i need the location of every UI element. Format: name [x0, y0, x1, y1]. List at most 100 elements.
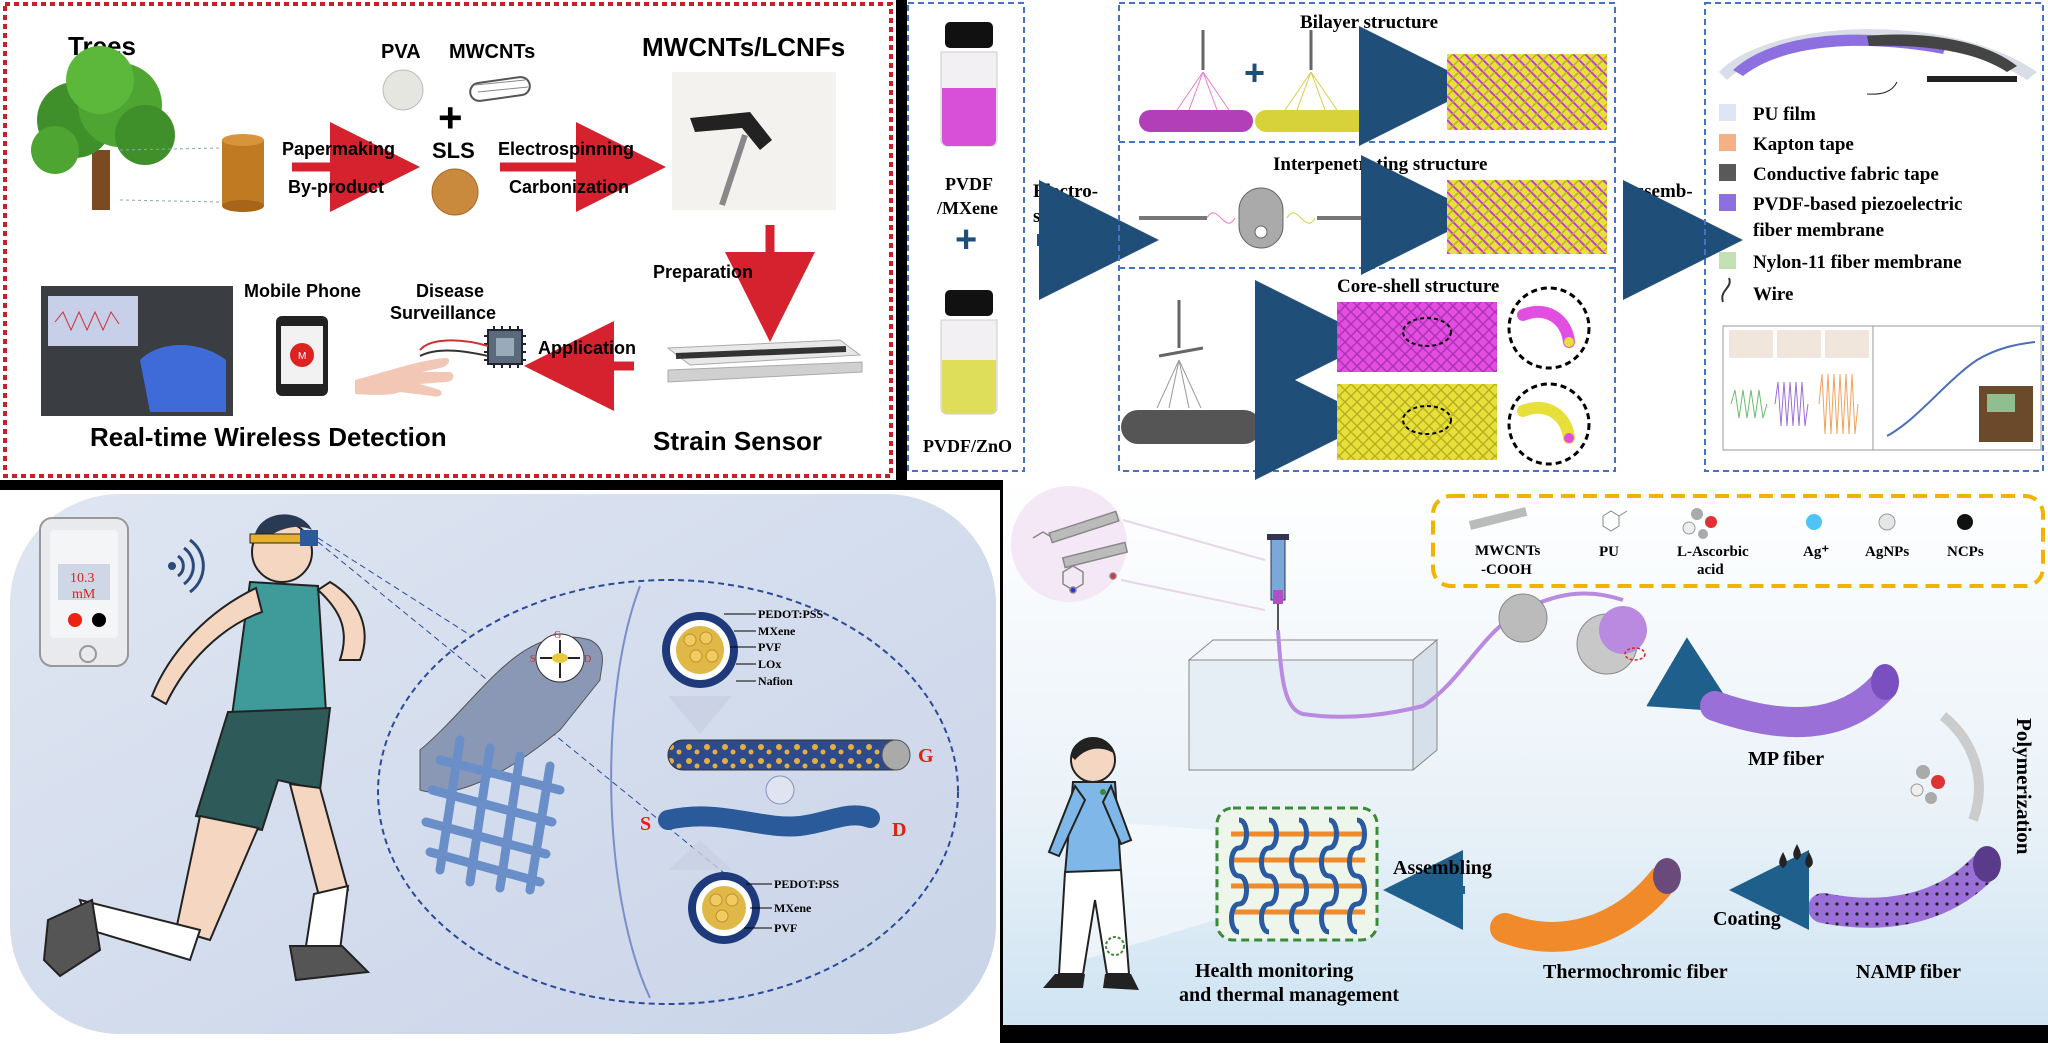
- agnps-icon: [1878, 513, 1896, 531]
- legend-swatch-pvdf: [1719, 194, 1736, 211]
- coreshell-setup-icon: [1121, 300, 1261, 444]
- charging-plot-thumbnail: [1872, 325, 2042, 451]
- molecule-bubble: [1011, 486, 1127, 602]
- legend-swatch-conductive: [1719, 164, 1736, 181]
- walking-person-illustration: [1043, 737, 1139, 990]
- svg-text:S: S: [530, 654, 536, 665]
- polymerization-arc: [1939, 712, 1984, 822]
- knit-fabric-icon: [1229, 817, 1367, 935]
- legend-ag-ion: Ag⁺: [1803, 544, 1829, 560]
- mobile-phone-icon: M: [276, 316, 328, 396]
- layer-bottom-0: PEDOT:PSS: [774, 877, 839, 891]
- device-arch-illustration: [1719, 29, 2037, 95]
- smartphone-icon: 10.3 mM: [39, 517, 129, 667]
- pu-molecule-icon: [1602, 510, 1628, 532]
- panel-a-svg: Trees Papermaking By-product PVA MWCNTs …: [3, 2, 893, 478]
- label-health-1: Health monitoring: [1195, 960, 1353, 982]
- runner-illustration: [42, 514, 371, 982]
- label-mp-fiber: MP fiber: [1748, 748, 1824, 770]
- svg-text:M: M: [298, 351, 306, 362]
- label-thermochromic: Thermochromic fiber: [1543, 961, 1728, 983]
- label-ling: ling: [1644, 206, 1675, 227]
- label-source: S: [640, 813, 651, 835]
- fiber-cross-section-bottom: [688, 872, 760, 944]
- legend-pu-film: PU film: [1753, 104, 1816, 125]
- label-spinning: spinning: [1033, 206, 1103, 227]
- wifi-signal-icon: [168, 538, 205, 594]
- label-bilayer: Bilayer structure: [1300, 12, 1438, 33]
- carbon-paper-photo: [672, 72, 836, 210]
- label-carbonization: Carbonization: [509, 177, 629, 197]
- panel-c-runner-sensor: 10.3 mM: [0, 490, 1000, 1043]
- label-realtime-wireless: Real-time Wireless Detection: [90, 422, 447, 452]
- label-mxene: /MXene: [936, 198, 998, 218]
- legend-ncps: NCPs: [1947, 544, 1984, 560]
- plus-sign: +: [438, 94, 463, 141]
- ncps-icon: [1957, 514, 1973, 530]
- roller-1: [1498, 593, 1548, 643]
- mp-fiber-icon: [1700, 664, 1899, 738]
- wire-icon: [1721, 277, 1731, 303]
- label-namp-fiber: NAMP fiber: [1856, 961, 1961, 983]
- gate-fiber: [667, 739, 911, 771]
- label-interpenetrating: Interpenetrating structure: [1273, 154, 1487, 175]
- label-papermaking: Papermaking: [282, 139, 395, 159]
- label-assemb: Assemb-: [1623, 181, 1693, 202]
- thermochromic-fiber-icon: [1490, 858, 1681, 952]
- vial-pvdf-mxene-icon: [940, 22, 998, 147]
- magenta-fiber-zoom: [1507, 286, 1591, 370]
- panel-a-border: [3, 2, 893, 478]
- layer-top-4: Nafion: [758, 674, 793, 688]
- label-electro: Electro-: [1033, 181, 1098, 202]
- ag-ion-icon: [1806, 514, 1822, 530]
- layer-top-3: LOx: [758, 657, 781, 671]
- legend-ascorbic-1: L-Ascorbic: [1677, 544, 1749, 560]
- label-application: Application: [538, 338, 636, 358]
- legend-box-d: [1431, 494, 2045, 588]
- layer-top-2: PVF: [758, 640, 781, 654]
- legend-pvdf-1: PVDF-based piezoelectric: [1753, 194, 1962, 215]
- textile-sensor-illustration: G S D: [419, 630, 603, 895]
- coreshell-magenta-mesh: [1337, 302, 1497, 372]
- legend-agnps: AgNPs: [1865, 544, 1909, 560]
- droplets-icon: [1779, 844, 1813, 868]
- bilayer-collectors-icon: +: [1139, 30, 1369, 132]
- panel-c-svg: 10.3 mM: [10, 494, 996, 1034]
- voltage-plot-thumbnail: [1722, 325, 1880, 451]
- interpenetrating-setup-icon: [1139, 187, 1383, 249]
- svg-text:D: D: [584, 654, 591, 665]
- legend-pvdf-2: fiber membrane: [1753, 220, 1884, 241]
- label-mwcnts: MWCNTs: [449, 41, 535, 63]
- label-surveillance: Surveillance: [390, 303, 496, 323]
- legend-swatch-pu-film: [1719, 104, 1736, 121]
- wood-cylinder-icon: [222, 134, 264, 212]
- legend-nylon: Nylon-11 fiber membrane: [1753, 252, 1962, 273]
- bilayer-mesh-image: [1447, 54, 1607, 130]
- label-strain-sensor: Strain Sensor: [653, 426, 822, 456]
- label-polymerization: Polymerization: [2012, 718, 2036, 855]
- legend-ascorbic-2: acid: [1697, 562, 1724, 578]
- wireless-detection-photo: [41, 286, 233, 416]
- legend-swatch-nylon: [1719, 252, 1736, 269]
- label-pvdf: PVDF: [945, 174, 993, 194]
- label-coating: Coating: [1713, 908, 1781, 930]
- strain-sensor-icon: [666, 339, 863, 383]
- plus-sign-b: +: [955, 219, 977, 261]
- legend-wire: Wire: [1753, 284, 1793, 305]
- device-box: [1704, 2, 2044, 472]
- phone-unit: mM: [72, 587, 96, 602]
- panel-a-papermaking-sensor: Trees Papermaking By-product PVA MWCNTs …: [0, 0, 896, 480]
- panel-b-svg: PVDF /MXene + PVDF/ZnO Electro- spinning…: [907, 0, 2048, 480]
- legend-kapton: Kapton tape: [1753, 134, 1854, 155]
- yellow-fiber-zoom: [1507, 382, 1591, 466]
- legend-conductive: Conductive fabric tape: [1753, 164, 1939, 185]
- spun-fiber-path: [1276, 591, 1624, 719]
- layer-bottom-2: PVF: [774, 921, 797, 935]
- ascorbic-molecule-large-icon: [1910, 765, 1945, 804]
- label-byproduct: By-product: [288, 177, 384, 197]
- molecules-icon: [1032, 510, 1129, 594]
- label-sls: SLS: [432, 138, 475, 163]
- label-coreshell: Core-shell structure: [1337, 276, 1499, 297]
- label-preparation: Preparation: [653, 262, 753, 282]
- ascorbic-molecule-icon: [1682, 508, 1717, 539]
